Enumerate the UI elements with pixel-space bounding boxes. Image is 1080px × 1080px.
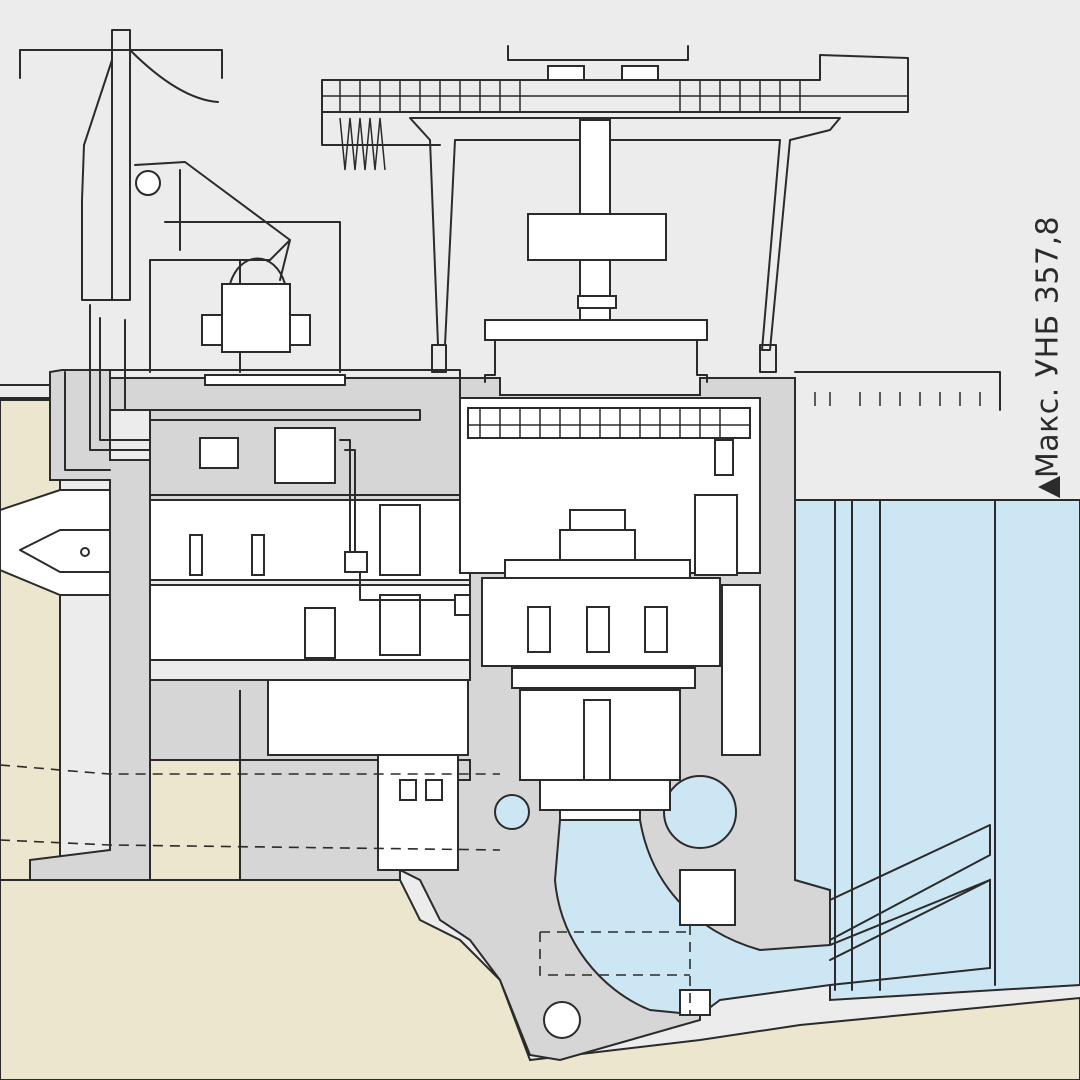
level-marker-icon [1038, 476, 1060, 498]
turbine-generator [467, 407, 751, 821]
pipes [64, 304, 471, 616]
gate-hoist-tower [19, 29, 346, 386]
deck-slabs [0, 369, 1001, 411]
tailwater [494, 499, 1080, 1017]
max-tailwater-level-label: Макс. УНБ 357,8 [1030, 215, 1066, 479]
dashed-lines [0, 764, 501, 851]
draft-tube [539, 499, 996, 1039]
gantry-crane [321, 45, 909, 383]
left-abutment [0, 489, 111, 596]
